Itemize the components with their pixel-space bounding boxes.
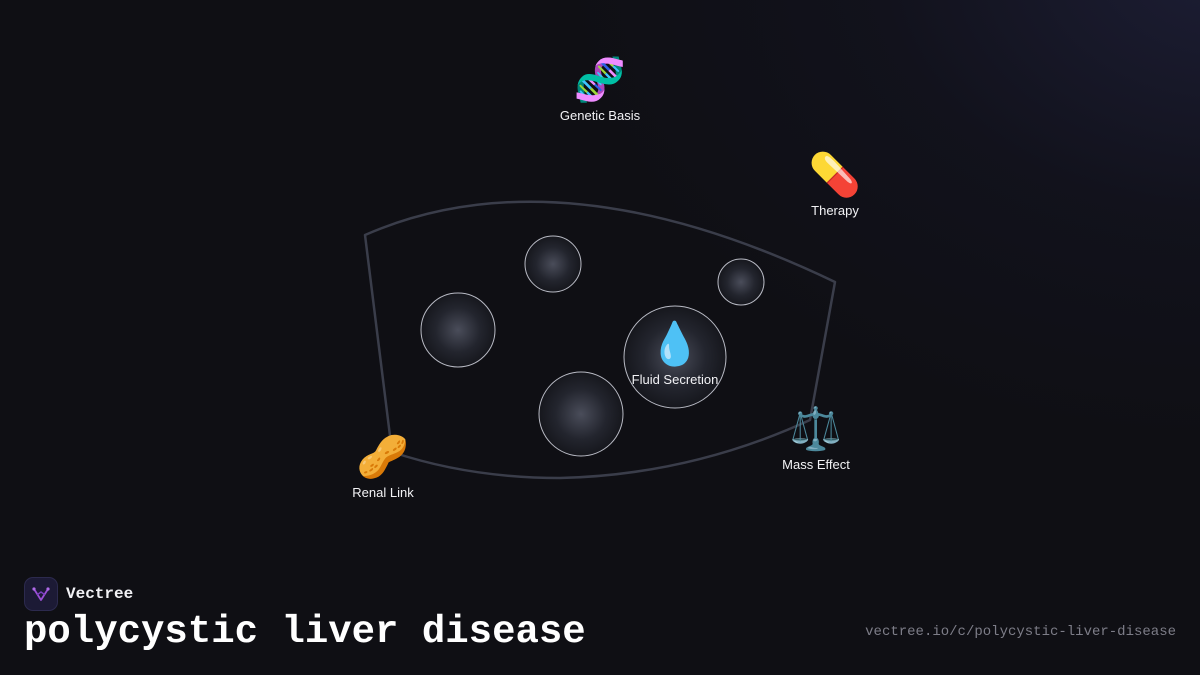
kidney-bean-icon: 🥜 xyxy=(356,432,410,481)
node-label: Fluid Secretion xyxy=(631,372,719,387)
node-genetic-basis[interactable]: 🧬 Genetic Basis xyxy=(559,55,641,124)
page-url-link[interactable]: vectree.io/c/polycystic-liver-disease xyxy=(865,624,1176,640)
brand-name: Vectree xyxy=(66,585,134,603)
brand[interactable]: Vectree xyxy=(24,577,133,611)
node-renal-link[interactable]: 🥜 Renal Link xyxy=(352,432,414,501)
vectree-logo-icon xyxy=(24,577,58,611)
node-label: Therapy xyxy=(811,203,859,218)
cyst xyxy=(524,235,582,293)
cyst-fluid-secretion xyxy=(623,305,727,409)
liver-outline xyxy=(363,200,837,480)
dna-icon: 🧬 xyxy=(573,55,627,104)
cyst xyxy=(538,371,624,457)
droplet-icon: 💧 xyxy=(648,319,702,368)
node-therapy[interactable]: 💊 Therapy xyxy=(808,150,862,219)
node-mass-effect[interactable]: ⚖️ Mass Effect xyxy=(782,404,850,473)
node-label: Renal Link xyxy=(352,485,414,500)
node-label: Genetic Basis xyxy=(559,108,641,123)
cyst xyxy=(420,292,496,368)
node-fluid-secretion[interactable]: 💧 Fluid Secretion xyxy=(631,319,719,388)
cyst xyxy=(717,258,765,306)
page-title: polycystic liver disease xyxy=(24,610,586,654)
balance-scale-icon: ⚖️ xyxy=(789,404,843,453)
node-label: Mass Effect xyxy=(782,457,850,472)
pill-icon: 💊 xyxy=(808,150,862,199)
